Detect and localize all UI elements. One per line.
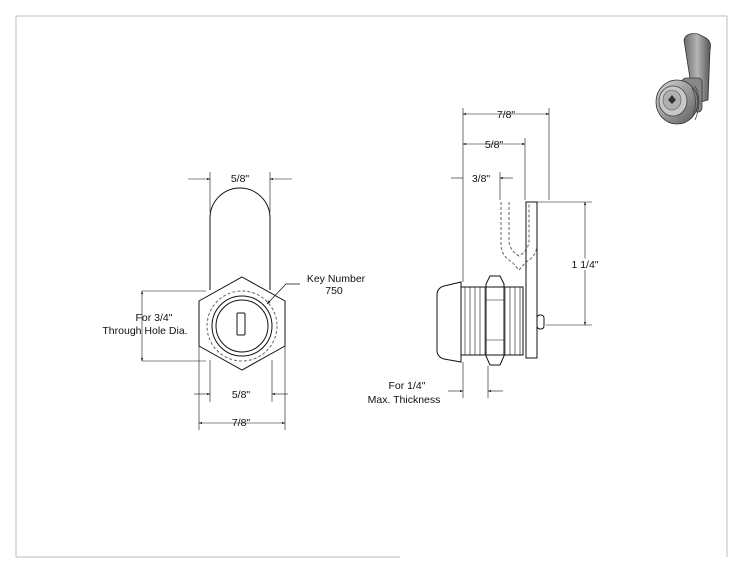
threaded-body bbox=[460, 286, 524, 356]
side-mid-dim-label: 5/8" bbox=[485, 139, 504, 151]
side-short-dim-label: 3/8" bbox=[472, 173, 491, 185]
hole-dia-label-line1: For 3/4" bbox=[136, 312, 173, 324]
lock-face-inner bbox=[215, 299, 269, 353]
cam-plate bbox=[525, 201, 538, 359]
front-cam bbox=[209, 187, 271, 290]
front-view bbox=[140, 172, 300, 430]
cam-rotated-outline bbox=[500, 202, 538, 271]
thread-lines bbox=[464, 287, 521, 355]
thickness-label-line1: For 1/4" bbox=[389, 380, 426, 392]
cam-lock-icon bbox=[655, 33, 711, 125]
through-hole bbox=[206, 290, 278, 362]
front-top-dim-label: 5/8" bbox=[231, 173, 250, 185]
keyway bbox=[236, 312, 246, 336]
front-bottom-dim-label: 7/8" bbox=[232, 417, 251, 429]
height-dim-label: 1 1/4" bbox=[571, 259, 598, 271]
thickness-label-line2: Max. Thickness bbox=[368, 394, 441, 406]
lock-cap bbox=[436, 281, 462, 363]
side-overall-dim-label: 7/8" bbox=[497, 109, 516, 121]
lock-face-outer bbox=[211, 295, 273, 357]
key-number-value: 750 bbox=[325, 285, 343, 297]
front-mid-dim-label: 5/8" bbox=[232, 389, 251, 401]
hex-nut bbox=[198, 276, 286, 371]
side-nut bbox=[485, 275, 505, 366]
key-number-label: Key Number bbox=[307, 273, 366, 285]
drawing-frame bbox=[15, 15, 728, 558]
side-view bbox=[436, 108, 592, 398]
hole-dia-label-line2: Through Hole Dia. bbox=[102, 325, 187, 337]
cam-screw bbox=[536, 314, 545, 330]
